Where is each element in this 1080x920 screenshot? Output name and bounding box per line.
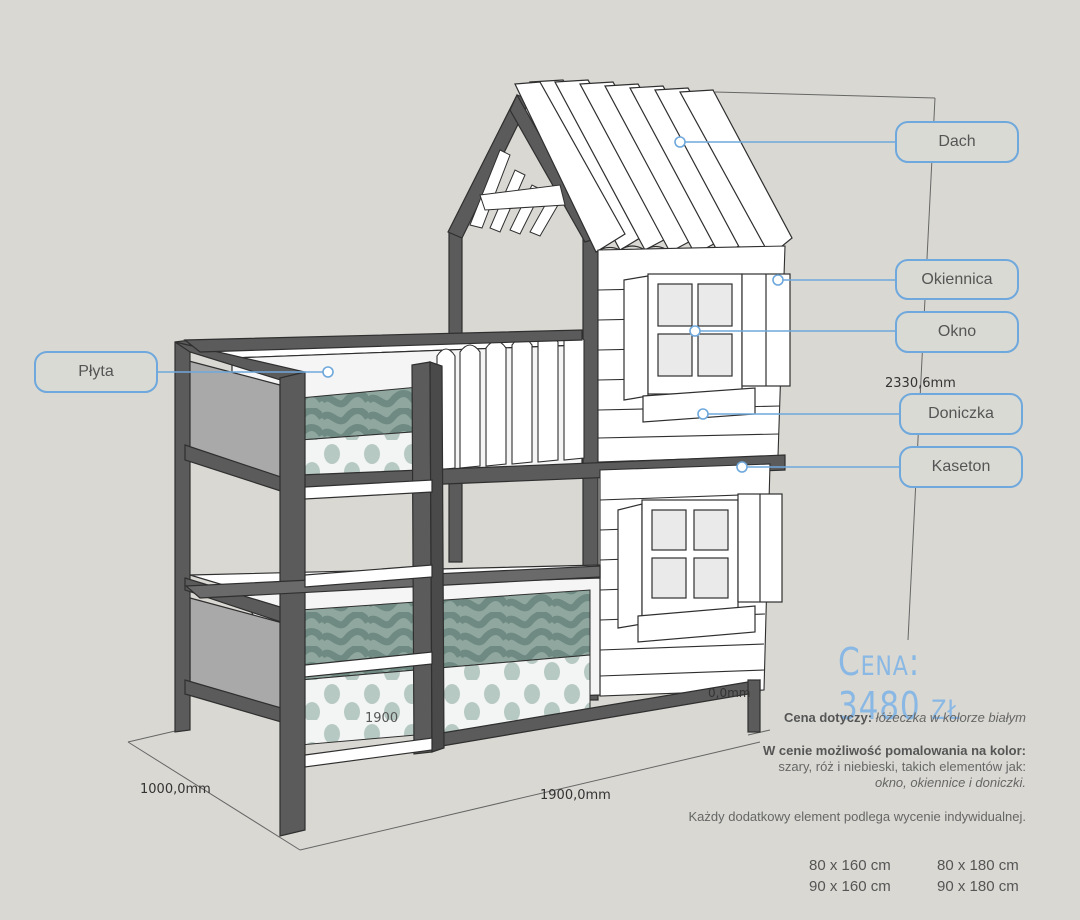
price-info-line1-bold: Cena dotyczy: (783, 710, 873, 725)
size-options-col1: 80 x 160 cm 90 x 160 cm (809, 855, 891, 897)
size-options-col2: 80 x 180 cm 90 x 180 cm (937, 855, 1019, 897)
upper-picket-fence (436, 332, 585, 471)
left-frame (174, 329, 601, 837)
left-end-panels (184, 359, 291, 721)
dimension-width: 1000,0mm (140, 782, 211, 797)
dimension-length: 1900,0mm (540, 788, 611, 803)
size-option: 80 x 160 cm (809, 857, 891, 874)
dimension-lines (127, 91, 936, 851)
size-option: 80 x 180 cm (937, 857, 1019, 874)
price-info-line4-italic: okno, okiennice i doniczki. (874, 775, 1026, 790)
ladder (304, 361, 445, 768)
dimension-inner: 1900 (365, 711, 399, 726)
price-info-line1-italic: łóżeczka w kolorze białym (875, 710, 1026, 725)
price-info-line2-bold: W cenie możliwość pomalowania na kolor: (763, 743, 1026, 758)
size-option: 90 x 180 cm (937, 878, 1019, 895)
callout-kaseton: Kaseton (899, 446, 1023, 488)
bottom-rail (429, 679, 761, 749)
dimension-partial: 0,0mm (708, 686, 751, 700)
callout-okiennica: Okiennica (895, 259, 1019, 300)
price-info-line2: W cenie możliwość pomalowania na kolor: (763, 742, 1026, 759)
callout-dach: Dach (895, 121, 1019, 163)
callout-doniczka: Doniczka (899, 393, 1023, 435)
price-info-line4: okno, okiennice i doniczki. (875, 774, 1026, 791)
lower-window (617, 493, 783, 643)
price-info-line3: szary, róż i niebieski, takich elementów… (778, 759, 1026, 774)
size-option: 90 x 160 cm (809, 878, 891, 895)
callout-okno: Okno (895, 311, 1019, 353)
roof-inner-slats (469, 149, 566, 237)
callout-leader-lines (157, 136, 900, 473)
roof (514, 79, 793, 259)
dimension-height: 2330,6mm (885, 376, 956, 391)
price-info-line5: Każdy dodatkowy element podlega wycenie … (688, 809, 1027, 824)
price-info-line1: Cena dotyczy: łóżeczka w kolorze białym (784, 709, 1026, 726)
callout-plyta: Płyta (34, 351, 158, 393)
upper-window (623, 273, 791, 423)
price-heading: Cena: 3480 zł (838, 640, 961, 728)
